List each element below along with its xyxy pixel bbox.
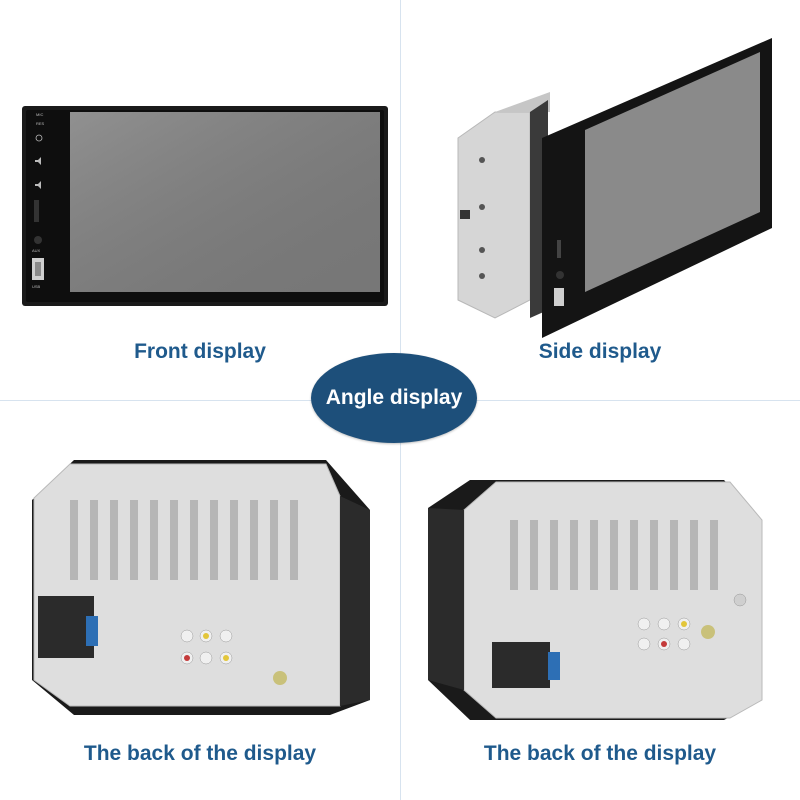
volume-up-icon	[35, 157, 41, 165]
back-left-panel: The back of the display	[0, 400, 400, 800]
sd-slot	[34, 200, 39, 222]
aux-label: AUX	[32, 248, 41, 253]
front-display-photo: MIC RES AUX USB	[22, 106, 388, 306]
front-display-caption: Front display	[134, 340, 266, 363]
back-right-panel: The back of the display	[400, 400, 800, 800]
back-left-photo	[32, 460, 370, 715]
side-display-photo	[457, 38, 772, 338]
mic-label: MIC	[36, 112, 43, 117]
angle-display-label: Angle display	[325, 386, 463, 409]
iso-connector	[38, 596, 94, 658]
back-right-caption: The back of the display	[483, 742, 717, 765]
angle-display-badge: Angle display	[311, 353, 477, 443]
side-display-panel: Side display	[400, 0, 800, 400]
res-label: RES	[36, 121, 45, 126]
power-icon	[35, 134, 43, 142]
back-left-caption: The back of the display	[83, 742, 317, 765]
back-right-photo	[428, 480, 763, 720]
aux-port	[34, 236, 42, 244]
front-display-panel: MIC RES AUX USB Front display	[0, 0, 400, 400]
usb-label: USB	[32, 284, 41, 289]
side-display-caption: Side display	[538, 340, 662, 363]
volume-down-icon	[35, 181, 41, 189]
